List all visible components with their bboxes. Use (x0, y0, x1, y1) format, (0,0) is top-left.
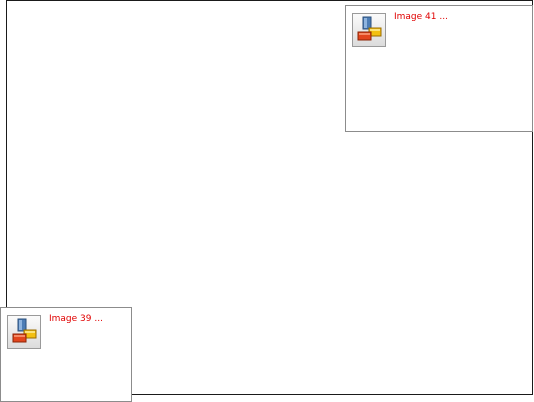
broken-image-icon (352, 13, 386, 47)
image-label: Image 41 ... (394, 12, 448, 22)
image-placeholder-41[interactable]: Image 41 ... (345, 5, 533, 132)
broken-image-icon (7, 315, 41, 349)
image-label: Image 39 ... (49, 314, 103, 324)
image-placeholder-39[interactable]: Image 39 ... (0, 307, 132, 402)
